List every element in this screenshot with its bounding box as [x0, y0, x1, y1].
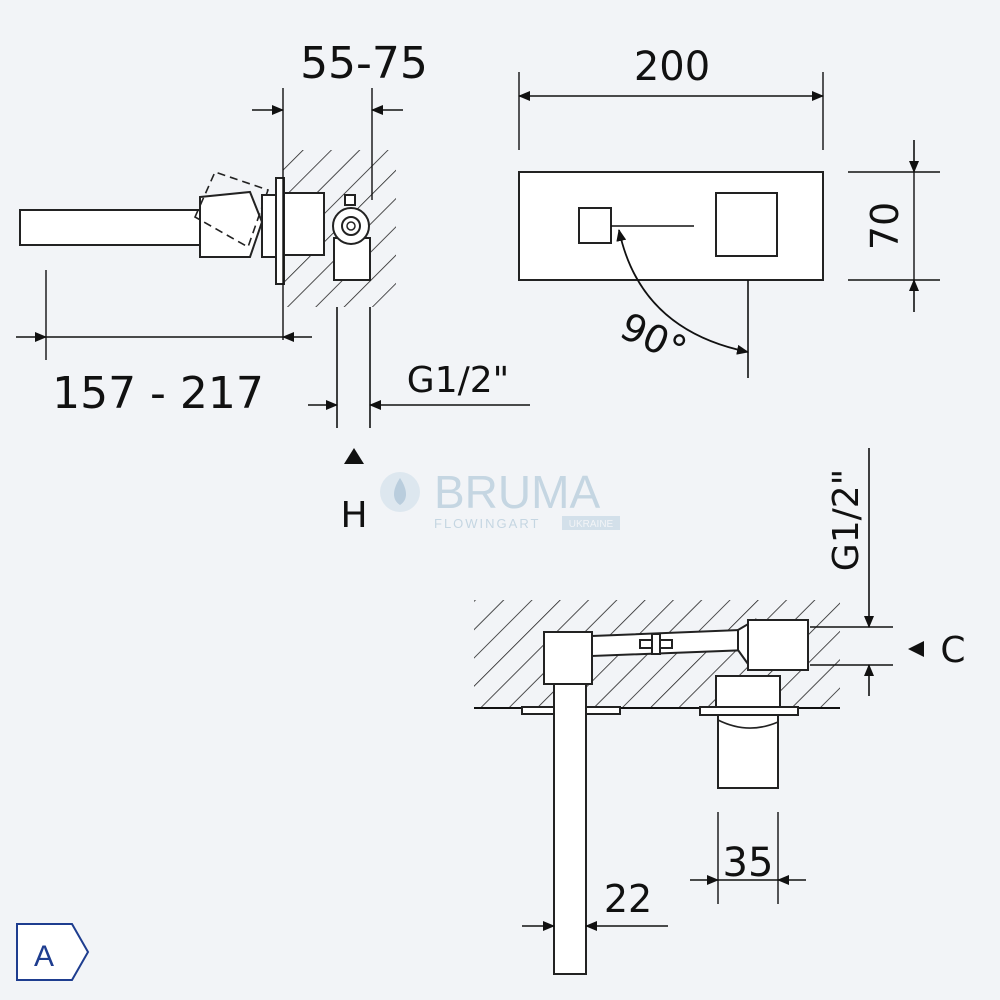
top-view: G1/2" C 35 22 [474, 448, 966, 975]
arrow-tag-icon [16, 923, 90, 981]
view-c-label: C [940, 630, 965, 671]
brand-name: BRUMA [434, 466, 600, 518]
handle [717, 714, 779, 789]
view-c-arrow-icon [908, 641, 924, 657]
spout [19, 209, 201, 246]
spout-diameter-label: 22 [604, 877, 652, 921]
view-h-label: H [340, 495, 367, 536]
inlet-thread-vertical-label: G1/2" [826, 469, 867, 571]
energy-label: A [34, 940, 54, 973]
handle-square [715, 192, 778, 257]
energy-badge: A [16, 923, 90, 981]
depth-range-label: 55-75 [300, 38, 428, 89]
valve-body [283, 192, 325, 256]
spout-body [199, 190, 264, 258]
flange [261, 194, 277, 258]
brand-logo: BRUMA FLOWINGART UKRAINE [380, 466, 620, 531]
brand-tagline: FLOWINGART [434, 516, 540, 531]
cartridge [747, 619, 809, 671]
plate-height-label: 70 [863, 202, 907, 250]
view-h-arrow-icon [344, 448, 364, 464]
handle-size-label: 35 [723, 840, 774, 886]
inlet-thread-label: G1/2" [407, 360, 509, 401]
rotation-arc [616, 229, 749, 355]
spout-square [578, 207, 612, 244]
front-view: 200 70 90° [518, 44, 940, 378]
brand-region: UKRAINE [569, 519, 614, 530]
spout-length-label: 157 - 217 [52, 368, 264, 419]
spout-pipe [553, 683, 587, 975]
plate-width-label: 200 [634, 44, 710, 90]
side-view: 55-75 157 - 217 G1/2" H [16, 38, 530, 536]
rotation-label: 90° [614, 304, 694, 372]
spout-alt-position [193, 171, 270, 249]
spout-housing [543, 631, 593, 685]
inlet-block [333, 237, 371, 281]
